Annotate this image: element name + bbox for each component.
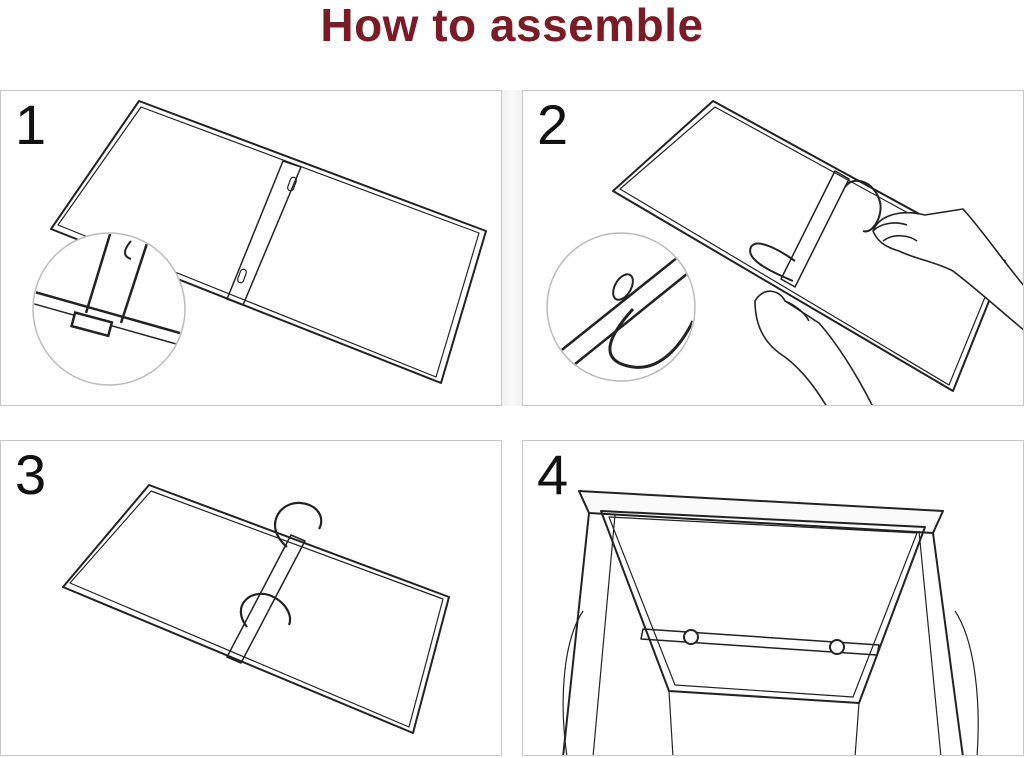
box-side-left-inner	[592, 514, 616, 755]
frame-inner	[57, 106, 480, 378]
step-3-illustration	[62, 484, 450, 734]
frame-outline	[600, 510, 926, 704]
frame-outline	[612, 100, 1006, 392]
fabric-back	[668, 690, 860, 755]
step-number: 1	[15, 93, 47, 156]
step-panel-4: 4	[522, 440, 1024, 756]
box-side-right	[932, 532, 964, 755]
step-number: 4	[537, 443, 569, 506]
hook-bottom	[239, 592, 292, 628]
step-1-illustration	[32, 100, 487, 386]
fabric-left	[562, 610, 584, 755]
detail-magnifier	[546, 232, 696, 382]
step-panel-1: 1	[0, 90, 502, 406]
step-number: 2	[537, 93, 569, 156]
box-side-left	[562, 512, 590, 755]
fabric-right	[954, 610, 979, 755]
step-4-illustration	[562, 490, 979, 755]
support-bar	[226, 534, 306, 664]
frame-inner	[619, 106, 1000, 386]
bar-slot-bottom	[237, 268, 247, 284]
frame-outline	[62, 484, 450, 734]
hook-top	[844, 179, 882, 233]
hook-top	[274, 501, 323, 548]
bar-slot-top	[287, 176, 297, 192]
bar-knob-left	[683, 629, 699, 645]
support-bar	[226, 160, 302, 306]
hand-left	[754, 290, 873, 405]
step-panel-2: 2	[522, 90, 1024, 406]
support-bar	[780, 170, 850, 288]
step-number: 3	[15, 443, 47, 506]
frame-outline	[50, 100, 487, 384]
bar-knob-right	[829, 639, 845, 655]
box-side-right-inner	[918, 530, 942, 755]
detail-magnifier	[32, 232, 186, 386]
step-2-illustration	[546, 100, 1023, 405]
support-bar	[640, 628, 880, 656]
hand-right	[872, 208, 1023, 331]
frame-inner	[69, 490, 444, 728]
page-title: How to assemble	[320, 0, 704, 51]
step-panel-3: 3	[0, 440, 502, 756]
panel-divider	[502, 90, 522, 406]
hook-bottom	[749, 242, 796, 282]
